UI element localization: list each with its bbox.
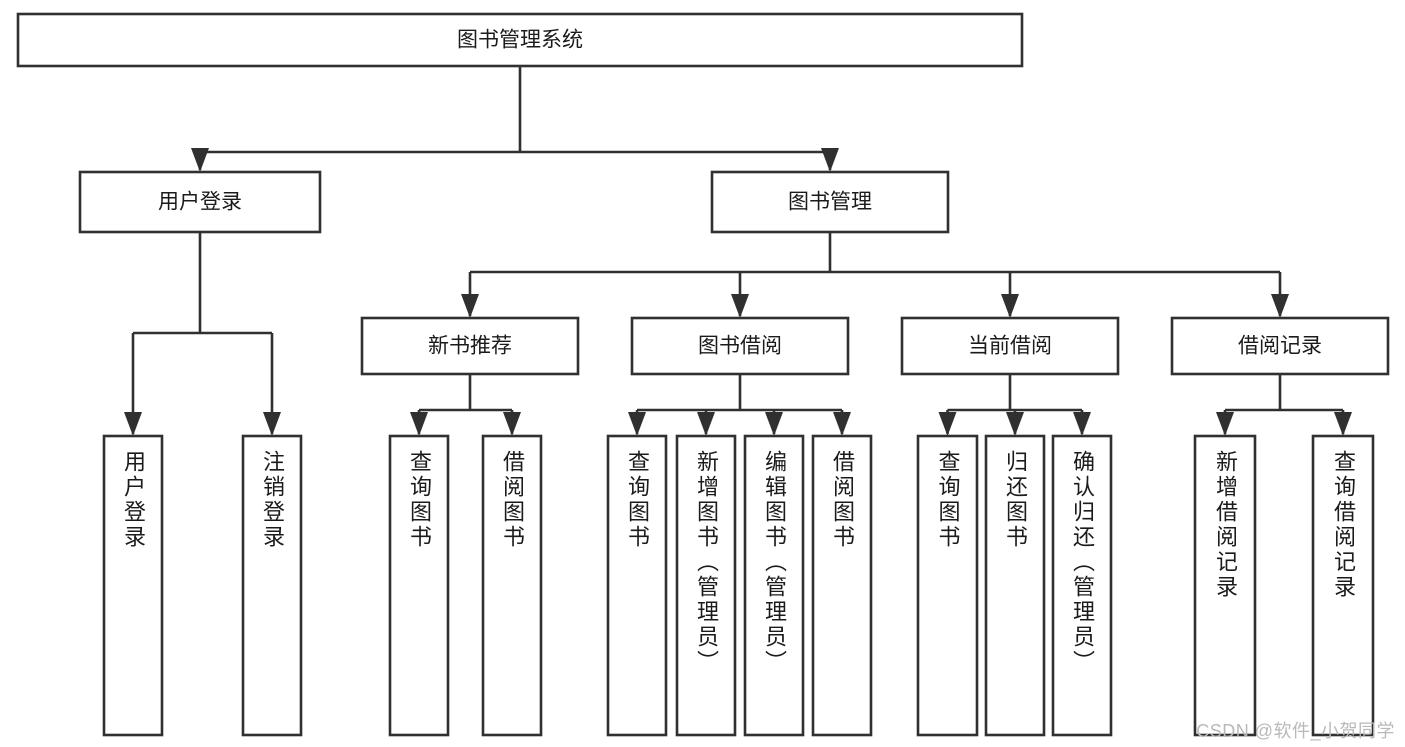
leaf-box-1-2[interactable] — [743, 434, 805, 737]
arrow-to-sub-3 — [1271, 294, 1289, 318]
leaf-box-1-1[interactable] — [675, 434, 737, 737]
root-box-book-management-system[interactable] — [16, 12, 1024, 68]
arrow-to-sub-2 — [1001, 294, 1019, 318]
arrow-to-leaf-1-1 — [697, 412, 715, 436]
arrow-to-user-login — [191, 148, 209, 172]
arrow-to-leaf-1-0 — [628, 412, 646, 436]
sub-box-1[interactable] — [630, 316, 850, 376]
arrow-to-leaf-user-login-0 — [124, 412, 142, 436]
arrow-to-leaf-2-2 — [1073, 412, 1091, 436]
sub-box-2[interactable] — [900, 316, 1120, 376]
leaf-box-0-1[interactable] — [481, 434, 543, 737]
arrow-to-leaf-2-0 — [938, 412, 957, 436]
root-label: 图书管理系统 — [457, 29, 583, 52]
sub-label-2: 当前借阅 — [968, 335, 1052, 358]
leaf-box-2-0[interactable] — [916, 434, 979, 737]
leaf-box-1-3[interactable] — [811, 434, 873, 737]
box-layer — [16, 12, 1390, 737]
arrow-to-leaf-0-1 — [503, 412, 521, 436]
branch-box-book-management[interactable] — [710, 170, 950, 234]
sub-box-0[interactable] — [360, 316, 580, 376]
leaf-box-user-login-1[interactable] — [241, 434, 303, 737]
branch-box-user-login[interactable] — [78, 170, 322, 234]
connector-layer — [124, 66, 1352, 436]
leaf-box-3-0[interactable] — [1193, 434, 1257, 737]
leaf-box-0-0[interactable] — [388, 434, 450, 737]
arrow-to-sub-1 — [731, 294, 749, 318]
arrow-to-leaf-2-1 — [1006, 412, 1024, 436]
arrow-to-leaf-user-login-1 — [263, 412, 281, 436]
arrow-to-book-management — [821, 148, 839, 172]
sub-box-3[interactable] — [1170, 316, 1390, 376]
arrow-to-leaf-0-0 — [410, 412, 428, 436]
sub-label-1: 图书借阅 — [698, 335, 782, 358]
branch-label-user-login: 用户登录 — [158, 191, 242, 214]
arrow-to-leaf-3-0 — [1216, 412, 1234, 436]
arrow-to-leaf-1-2 — [765, 412, 783, 436]
leaf-box-user-login-0[interactable] — [102, 434, 164, 737]
leaf-box-1-0[interactable] — [606, 434, 668, 737]
sub-label-0: 新书推荐 — [428, 335, 512, 358]
arrow-to-leaf-1-3 — [833, 412, 851, 436]
arrow-to-sub-0 — [461, 294, 479, 318]
arrow-to-leaf-3-1 — [1334, 412, 1352, 436]
leaf-box-3-1[interactable] — [1311, 434, 1375, 737]
sub-label-3: 借阅记录 — [1238, 335, 1322, 358]
branch-label-book-management: 图书管理 — [788, 191, 872, 214]
leaf-box-2-1[interactable] — [984, 434, 1046, 737]
leaf-box-2-2[interactable] — [1051, 434, 1113, 737]
csdn-watermark: CSDN @软件_小贺同学 — [1196, 721, 1395, 741]
